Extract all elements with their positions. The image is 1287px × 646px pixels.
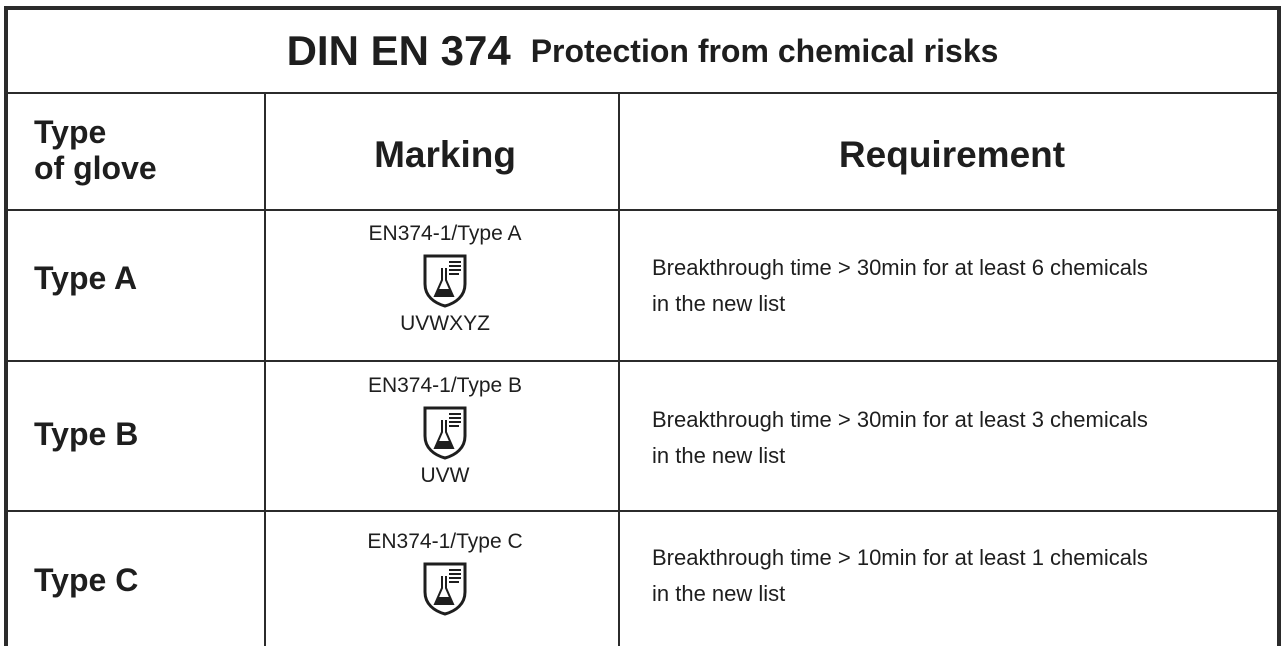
type-a-marking: EN374-1/Type A UVWXYZ bbox=[368, 222, 522, 335]
header-marking: Marking bbox=[374, 134, 516, 175]
table-title: DIN EN 374 Protection from chemical risk… bbox=[8, 10, 1277, 94]
type-c-label: Type C bbox=[34, 562, 139, 598]
title-sub: Protection from chemical risks bbox=[530, 32, 999, 69]
type-a-label: Type A bbox=[34, 260, 138, 296]
type-b-requirement: Breakthrough time > 30min for at least 3… bbox=[652, 407, 1148, 468]
type-c-marking: EN374-1/Type C bbox=[268, 530, 622, 620]
chemical-protection-shield-icon bbox=[423, 254, 467, 308]
chemical-protection-shield-icon bbox=[423, 406, 467, 460]
row-divider bbox=[8, 209, 1277, 211]
type-b-label: Type B bbox=[34, 416, 139, 452]
header-requirement: Requirement bbox=[838, 134, 1066, 175]
column-divider bbox=[264, 94, 266, 646]
column-divider bbox=[618, 94, 620, 646]
type-b-marking: EN374-1/Type B UVW bbox=[367, 374, 523, 487]
row-divider bbox=[8, 510, 1277, 512]
chemical-protection-shield-icon bbox=[423, 562, 467, 616]
type-a-requirement: Breakthrough time > 30min for at least 6… bbox=[652, 255, 1148, 316]
standard-table: DIN EN 374 Protection from chemical risk… bbox=[4, 6, 1281, 646]
type-c-requirement: Breakthrough time > 10min for at least 1… bbox=[652, 545, 1148, 606]
title-main: DIN EN 374 bbox=[286, 27, 511, 74]
row-divider bbox=[8, 360, 1277, 362]
header-type-of-glove: Type of glove bbox=[34, 114, 157, 186]
